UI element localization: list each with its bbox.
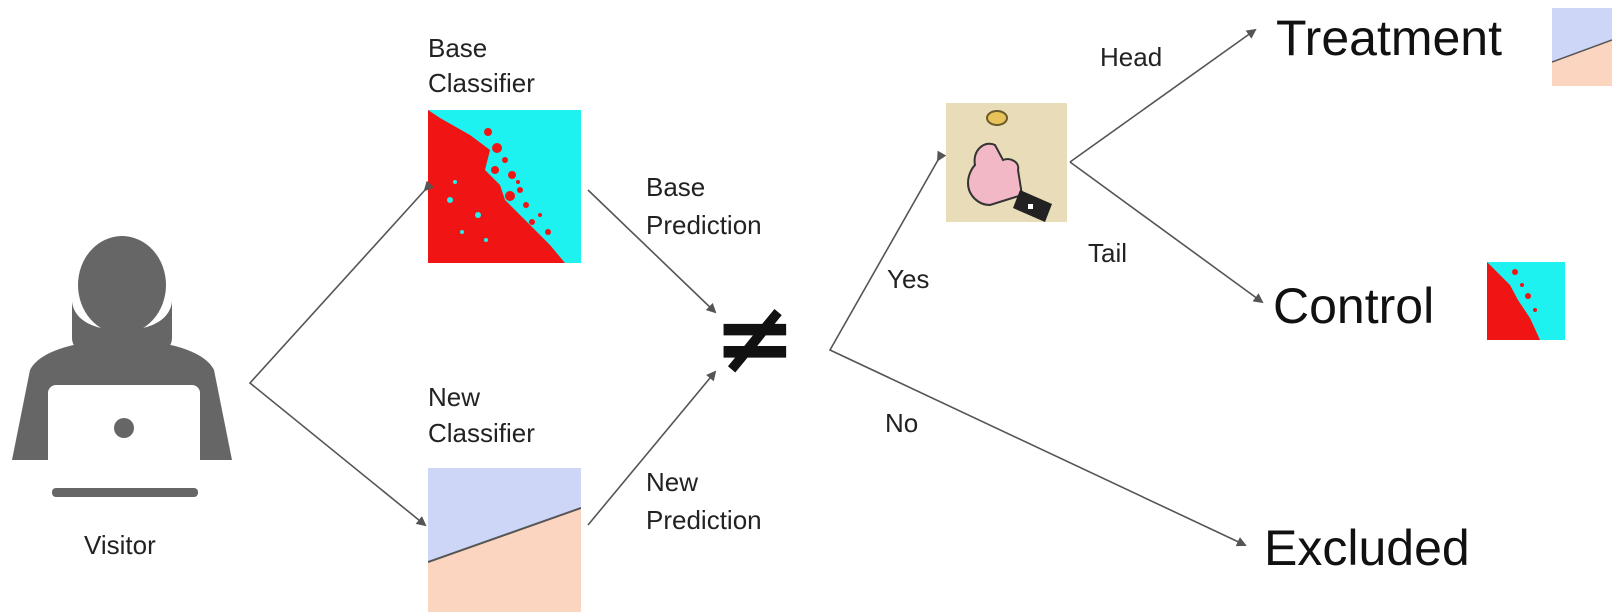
base-prediction-arrow [587, 189, 717, 314]
control-label: Control [1273, 278, 1435, 334]
new-prediction-label-line2: Prediction [646, 505, 762, 535]
control-image [1487, 262, 1565, 340]
base-prediction-label-line1: Base [646, 172, 706, 202]
no-label: No [885, 408, 919, 438]
base-classifier-label-line2: Classifier [428, 68, 535, 98]
decision-arrows [828, 150, 1247, 547]
head-label: Head [1100, 42, 1163, 72]
excluded-label: Excluded [1264, 520, 1470, 576]
tail-arrow [1069, 161, 1264, 304]
tail-label: Tail [1088, 238, 1128, 268]
new-classifier-label-line2: Classifier [428, 418, 535, 448]
yes-label: Yes [887, 264, 930, 294]
not-equal-symbol: ≠ [713, 279, 797, 396]
visitor-split-arrows [248, 180, 435, 527]
visitor-label: Visitor [84, 530, 156, 560]
treatment-label: Treatment [1276, 10, 1503, 66]
head-arrow [1069, 28, 1257, 163]
visitor-icon [12, 236, 232, 497]
base-classifier-label-line1: Base [428, 33, 488, 63]
treatment-image [1552, 8, 1612, 86]
base-prediction-label-line2: Prediction [646, 210, 762, 240]
new-prediction-label-line1: New [646, 467, 699, 497]
new-classifier-label-line1: New [428, 382, 481, 412]
new-classifier-image [428, 468, 581, 612]
base-classifier-image [428, 110, 581, 263]
new-prediction-arrow [587, 370, 717, 526]
coin-flip-thumb-icon [946, 103, 1067, 222]
flow-arrows [248, 28, 1264, 547]
